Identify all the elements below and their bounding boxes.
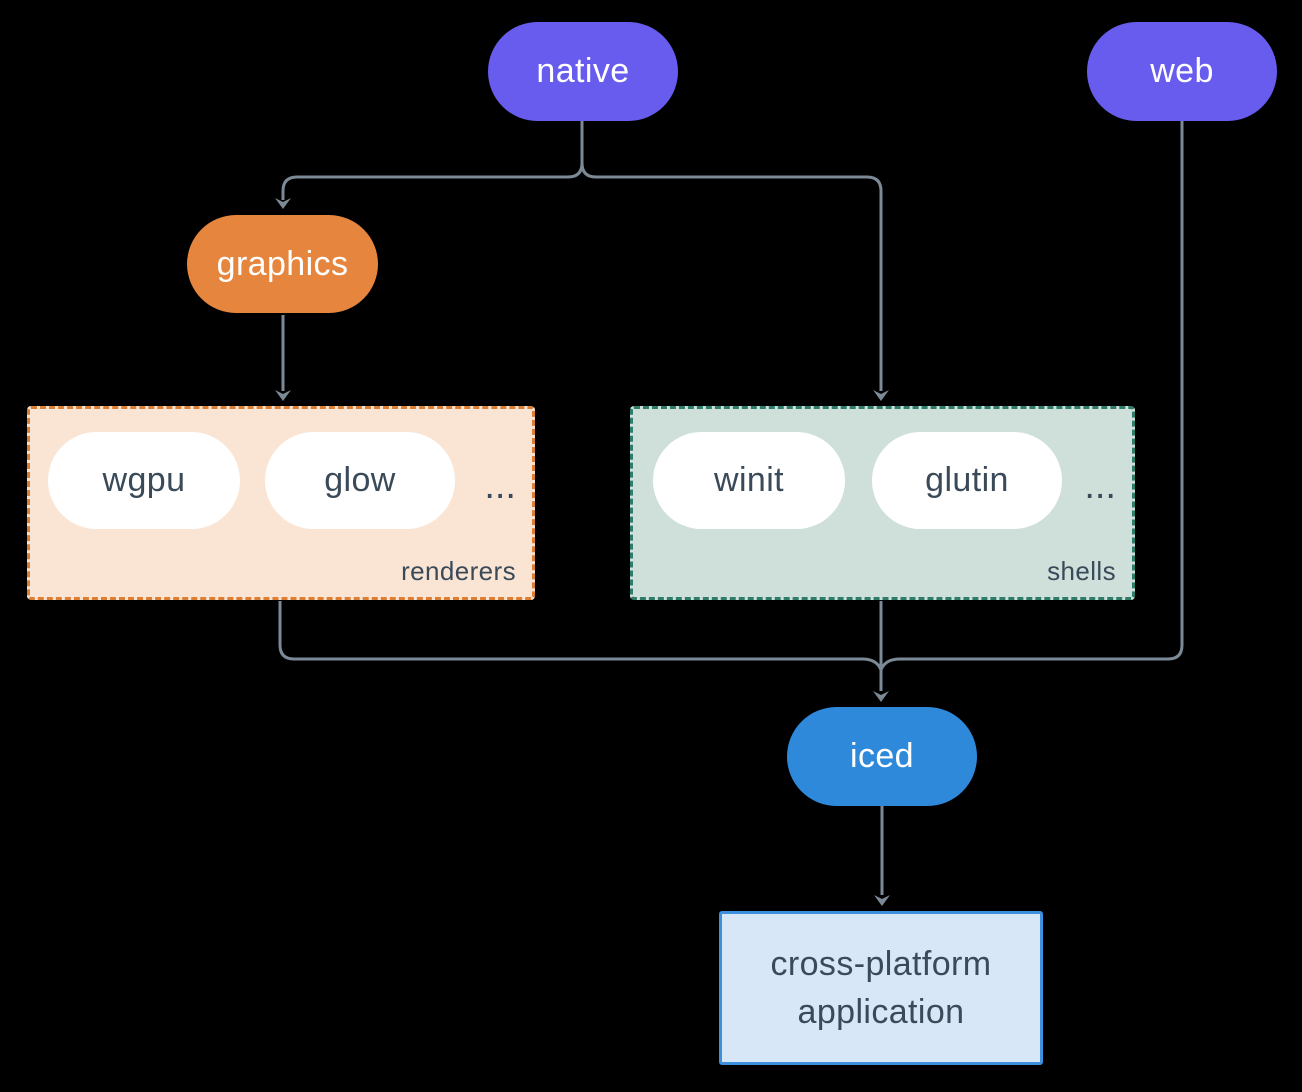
application-label: cross-platform application <box>770 945 992 1031</box>
node-glow-label: glow <box>324 461 396 499</box>
edge-native-shells <box>580 121 883 391</box>
node-glutin-label: glutin <box>925 461 1009 499</box>
arrowhead-renderers <box>275 390 291 401</box>
renderers-ellipsis: ... <box>484 465 516 507</box>
node-cross-platform-application: cross-platform application <box>719 911 1043 1065</box>
arrowhead-application <box>874 895 890 906</box>
group-renderers: wgpu glow ... renderers <box>27 406 535 600</box>
node-web: web <box>1087 22 1277 121</box>
arrowhead-iced <box>873 691 889 702</box>
renderers-label: renderers <box>401 556 516 586</box>
node-winit-label: winit <box>713 461 785 499</box>
node-winit: winit <box>653 432 845 529</box>
shells-ellipsis: ... <box>1084 465 1116 507</box>
group-shells: winit glutin ... shells <box>630 406 1135 600</box>
arrowhead-shells <box>873 390 889 401</box>
node-native: native <box>488 22 678 121</box>
node-graphics-label: graphics <box>216 244 349 283</box>
edge-native-graphics <box>281 121 584 200</box>
edge-renderers-iced <box>278 601 883 671</box>
node-iced: iced <box>787 707 977 806</box>
arrowhead-graphics <box>275 198 291 209</box>
edge-web-iced <box>879 121 1184 671</box>
node-glow: glow <box>265 432 455 529</box>
node-iced-label: iced <box>850 737 914 775</box>
node-wgpu-label: wgpu <box>102 461 186 499</box>
shells-label: shells <box>1047 556 1116 586</box>
node-graphics: graphics <box>187 215 378 313</box>
node-glutin: glutin <box>872 432 1062 529</box>
node-web-label: web <box>1150 52 1214 90</box>
node-native-label: native <box>536 52 630 90</box>
node-wgpu: wgpu <box>48 432 240 529</box>
